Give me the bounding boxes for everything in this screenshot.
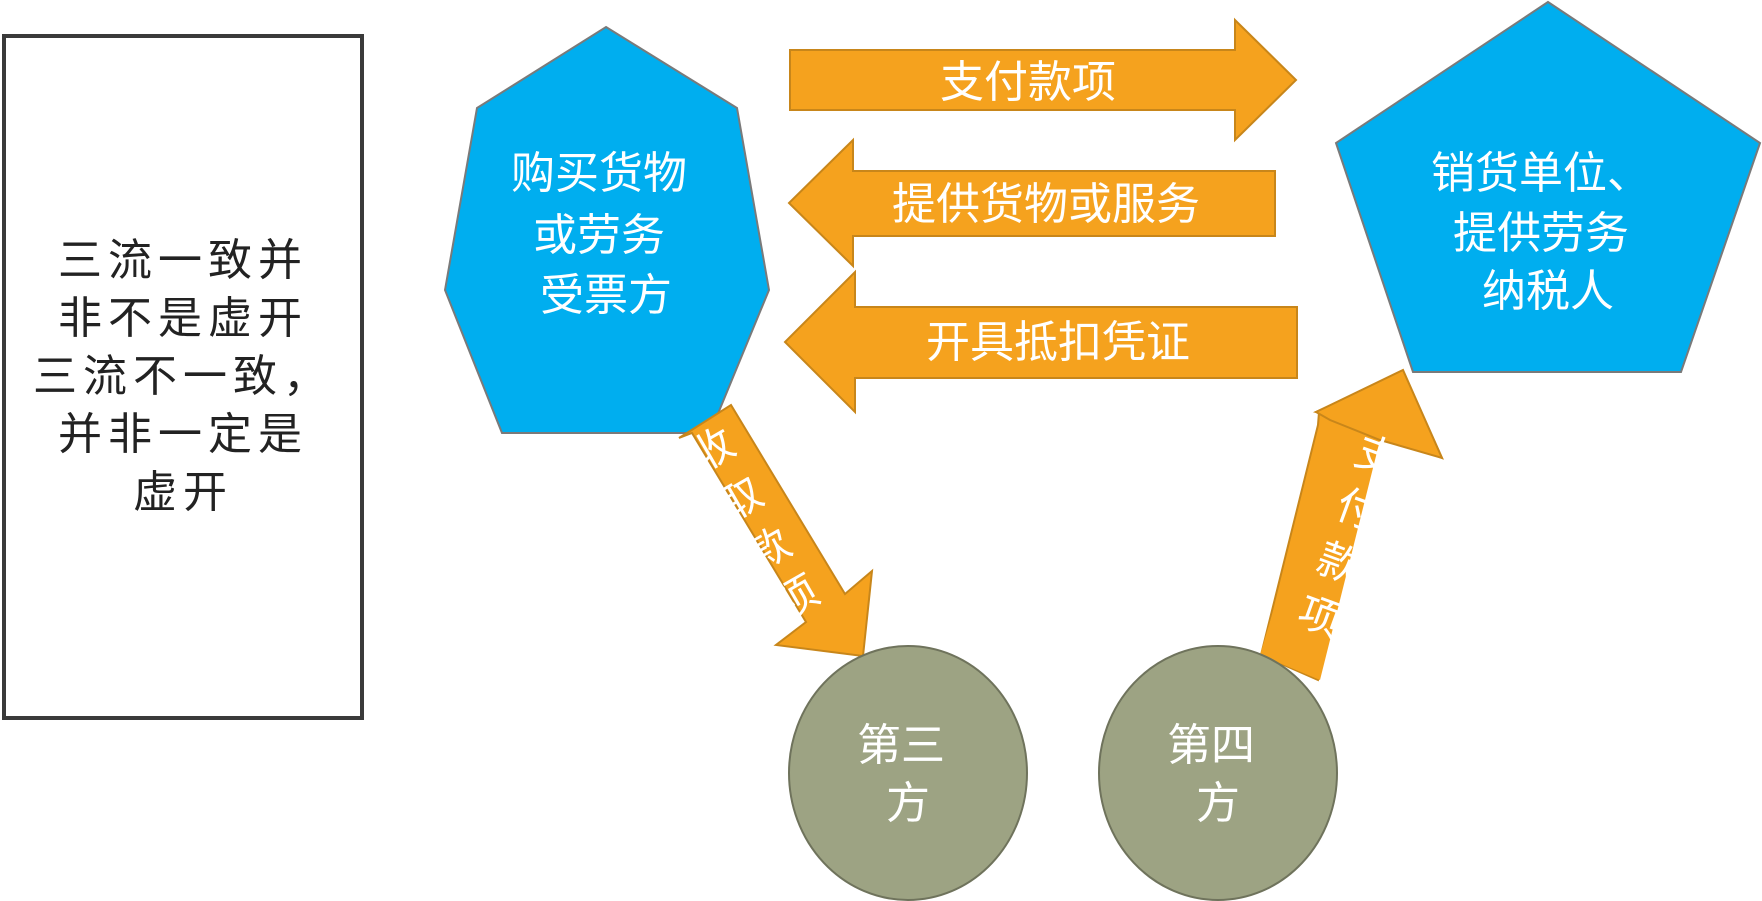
third-party-label: 第三 方	[857, 720, 959, 829]
buyer-label-line: 受票方	[540, 270, 672, 321]
fourth-party-label-line: 方	[1196, 778, 1240, 829]
fourth-party-label-line: 第四	[1167, 720, 1255, 771]
note-line: 非不是虚开	[58, 293, 308, 344]
arrow-fourth-pays-body	[1260, 420, 1380, 680]
buyer-node	[443, 25, 771, 434]
summary-note-box: 三流一致并 非不是虚开 三流不一致， 并非一定是 虚开	[2, 34, 364, 720]
note-line: 三流一致并	[58, 235, 308, 286]
fourth-party-node	[1098, 645, 1338, 901]
arrow-provide-goods	[787, 137, 1276, 269]
arrow-issue-voucher	[783, 269, 1298, 415]
seller-label-line: 销货单位、	[1431, 148, 1651, 199]
third-party-node	[788, 645, 1028, 901]
note-line: 虚开	[133, 467, 233, 518]
buyer-label-line: 购买货物	[511, 148, 687, 199]
buyer-label-line: 或劳务	[533, 210, 665, 261]
seller-label-line: 纳税人	[1482, 266, 1614, 317]
third-party-label-line: 方	[886, 778, 930, 829]
third-party-label-line: 第三	[857, 720, 945, 771]
seller-node	[1334, 0, 1762, 373]
arrow-pay-to-seller	[789, 17, 1298, 143]
fourth-party-label: 第四 方	[1167, 720, 1269, 829]
seller-node-label: 销货单位、 提供劳务 纳税人	[1431, 148, 1665, 317]
arrow-pay-to-seller-label: 支付款项	[940, 57, 1116, 108]
note-line: 并非一定是	[58, 409, 308, 460]
arrow-provide-goods-label: 提供货物或服务	[892, 179, 1200, 230]
arrow-fourth-pays-head	[1313, 368, 1444, 460]
summary-note-text: 三流一致并 非不是虚开 三流不一致， 并非一定是 虚开	[13, 232, 353, 522]
buyer-node-label: 购买货物 或劳务 受票方	[511, 148, 701, 321]
note-line: 三流不一致，	[33, 351, 333, 402]
seller-label-line: 提供劳务	[1453, 208, 1629, 259]
arrow-issue-voucher-label: 开具抵扣凭证	[926, 317, 1190, 368]
